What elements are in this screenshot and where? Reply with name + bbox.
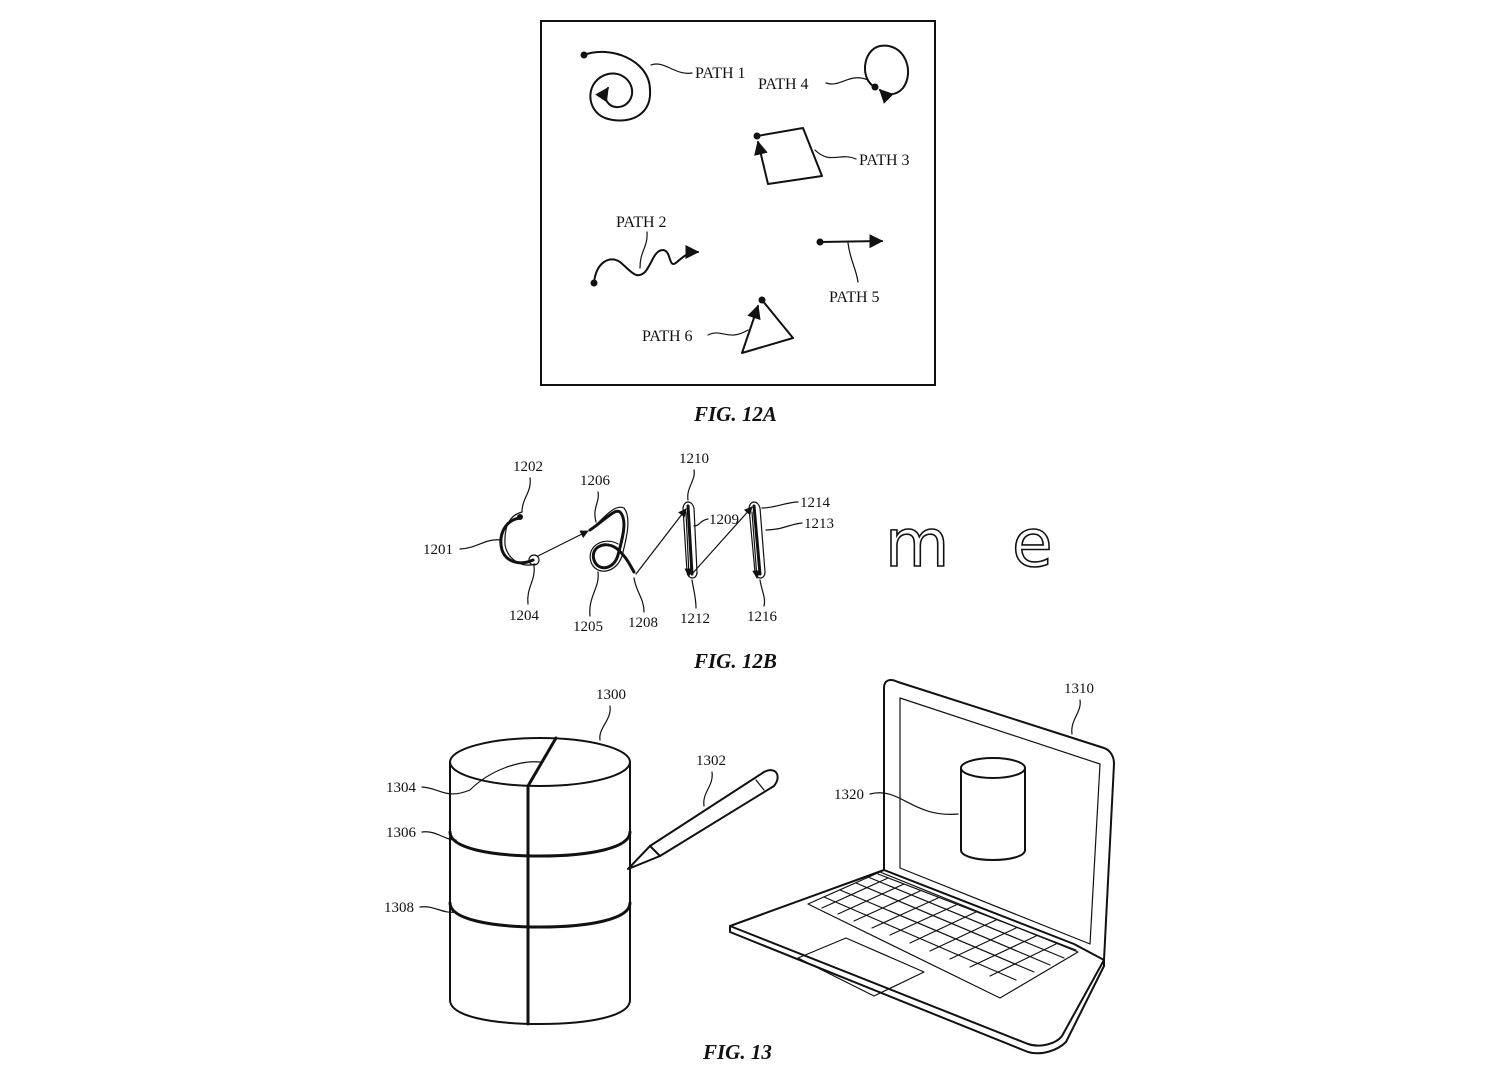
- ref-1202: 1202: [513, 459, 543, 475]
- stroke-1210-l: [686, 504, 694, 576]
- stylus-1302: [627, 769, 779, 870]
- fig12a-frame: [540, 20, 936, 386]
- ref-1306: 1306: [386, 825, 417, 841]
- path3-leader: [814, 149, 857, 160]
- stroke-1214-l: [752, 504, 762, 576]
- stroke-1205-a: [588, 509, 636, 574]
- screen-cylinder-1320: [960, 757, 1026, 861]
- ref-1204: 1204: [509, 608, 540, 624]
- path3-quadrilateral: [753, 127, 823, 185]
- fig13-caption: FIG. 13: [702, 1040, 772, 1064]
- ref-1205: 1205: [573, 619, 603, 635]
- ref-1201: 1201: [423, 542, 453, 558]
- ref-1214: 1214: [800, 495, 831, 511]
- handwriting-e: e: [1012, 505, 1053, 582]
- ref-1209: 1209: [709, 512, 739, 528]
- ref-1216: 1216: [747, 609, 778, 625]
- laptop-1310: [729, 679, 1115, 1055]
- path1-spiral: [580, 50, 652, 122]
- transition-1208: [635, 508, 687, 575]
- figure-13: 1300 1304 1306 1308 1302: [384, 679, 1115, 1064]
- path5-arrow: [816, 234, 884, 249]
- ref-1320: 1320: [834, 787, 864, 803]
- ref-1300: 1300: [596, 687, 626, 703]
- keyboard: [807, 871, 1079, 999]
- path3-label: PATH 3: [859, 152, 910, 169]
- transition-1204-1206: [537, 530, 589, 557]
- path1-label: PATH 1: [695, 65, 746, 82]
- path1-leader: [650, 63, 693, 74]
- path5-label: PATH 5: [829, 289, 880, 306]
- path5-leader: [847, 242, 859, 283]
- ref-1213: 1213: [804, 516, 834, 532]
- ref-1310: 1310: [1064, 681, 1094, 697]
- figure-12b: m e 1201 1202 1204 1205 1206 1208 1209 1…: [423, 451, 1053, 673]
- ref-1210: 1210: [679, 451, 709, 467]
- trackpad: [797, 937, 925, 997]
- figure-12a: PATH 1 PATH 4 PATH 3 PATH 2 PATH 5: [540, 20, 936, 426]
- path2-leader: [639, 231, 648, 269]
- path6-triangle: [741, 296, 794, 354]
- ref-1302: 1302: [696, 753, 726, 769]
- path2-squiggle: [590, 245, 700, 287]
- point-1204: [528, 554, 540, 566]
- ref-1206: 1206: [580, 473, 611, 489]
- ref-1304: 1304: [386, 780, 417, 796]
- fig12b-caption: FIG. 12B: [693, 649, 777, 673]
- path4-loop: [863, 44, 909, 104]
- fig12a-caption: FIG. 12A: [693, 402, 777, 426]
- path2-label: PATH 2: [616, 214, 667, 231]
- ref-1308: 1308: [384, 900, 414, 916]
- ref-1212: 1212: [680, 611, 710, 627]
- path6-label: PATH 6: [642, 328, 693, 345]
- cylinder-1300: [448, 736, 632, 1026]
- transition-1209: [691, 506, 753, 575]
- path4-leader: [825, 77, 869, 85]
- ref-1208: 1208: [628, 615, 658, 631]
- handwriting-m: m: [885, 505, 949, 582]
- path4-label: PATH 4: [758, 76, 809, 93]
- stroke-1201-c: [499, 516, 535, 565]
- path6-leader: [707, 329, 749, 336]
